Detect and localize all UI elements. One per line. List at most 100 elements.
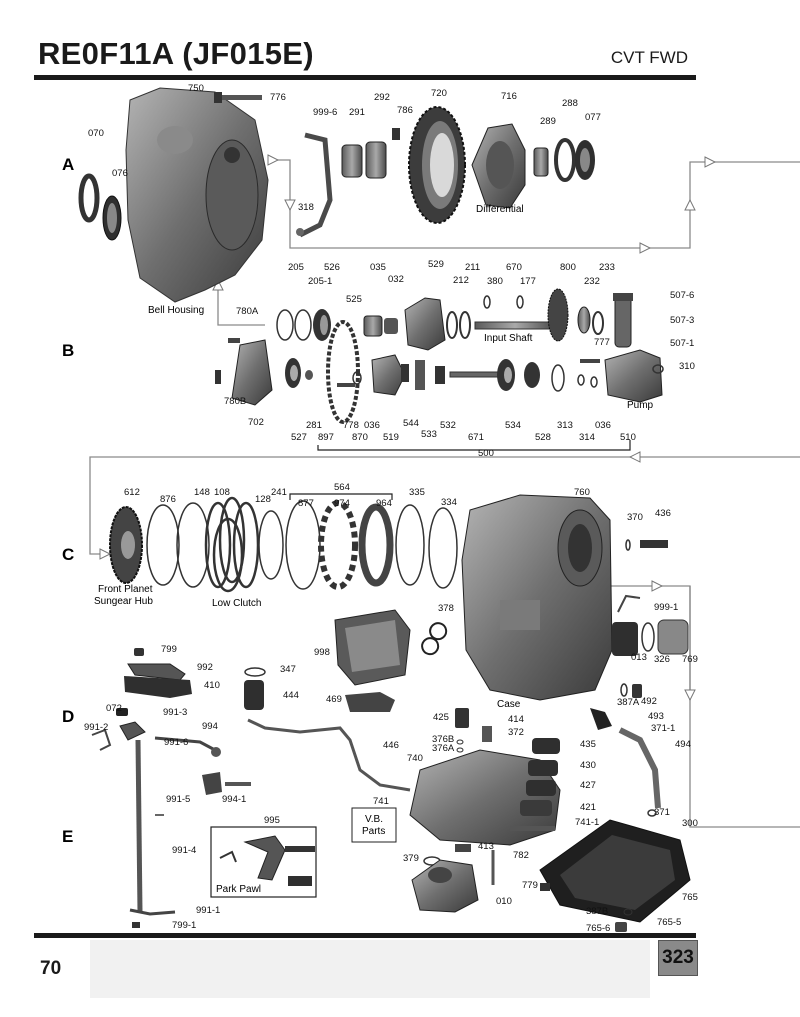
part-label: 035 [370, 262, 386, 273]
part-label: 493 [648, 711, 664, 722]
part-label: 799-1 [172, 920, 196, 931]
page-number: 70 [40, 958, 62, 979]
part-label: 991-6 [164, 737, 188, 748]
part-label: 414 [508, 714, 524, 725]
part-label: 702 [248, 417, 264, 428]
part-label: 507-6 [670, 290, 694, 301]
caption-bell-housing: Bell Housing [148, 305, 204, 316]
part-label: 494 [675, 739, 691, 750]
part-label: 036 [595, 420, 611, 431]
valve-body-740 [409, 708, 661, 885]
transmission-case-760 [461, 494, 613, 701]
caption-vb-parts-line1: V.B. [365, 814, 383, 825]
park-pawl-box [210, 826, 317, 898]
page-subtitle: CVT FWD [610, 48, 688, 67]
section-a-seals [78, 173, 122, 241]
part-label: 991-1 [196, 905, 220, 916]
part-label: 741-1 [575, 817, 599, 828]
part-label: 310 [679, 361, 695, 372]
caption-pump: Pump [627, 400, 654, 411]
part-label: 964 [376, 498, 392, 509]
part-label: 241 [271, 487, 287, 498]
part-label: 782 [513, 850, 529, 861]
section-b-parts [215, 288, 664, 424]
part-label: 013 [631, 652, 647, 663]
part-label: 233 [599, 262, 615, 273]
part-label: 800 [560, 262, 576, 273]
part-label: 347 [280, 664, 296, 675]
part-label: 525 [346, 294, 362, 305]
part-label: 128 [255, 494, 271, 505]
caption-front-planet: Front Planet [98, 584, 153, 595]
part-label: 291 [349, 107, 365, 118]
shift-rod-999-6 [296, 132, 333, 238]
part-label: 435 [580, 739, 596, 750]
part-label: 335 [409, 487, 425, 498]
page-badge: 323 [658, 940, 698, 976]
part-label: 526 [324, 262, 340, 273]
part-label: 387B [586, 906, 608, 917]
part-label: 670 [506, 262, 522, 273]
part-label: 410 [204, 680, 220, 691]
part-label: 991-2 [84, 722, 108, 733]
part-label: 076 [112, 168, 128, 179]
part-label: 469 [326, 694, 342, 705]
part-label: 436 [655, 508, 671, 519]
part-label: 780B [224, 396, 246, 407]
part-label: 446 [383, 740, 399, 751]
part-label: 877 [298, 498, 314, 509]
part-label: 564 [334, 482, 350, 493]
part-label: 430 [580, 760, 596, 771]
section-label-c: C [62, 545, 74, 564]
part-label: 974 [334, 498, 350, 509]
part-label: 716 [501, 91, 517, 102]
caption-input-shaft: Input Shaft [484, 333, 533, 344]
part-label: 372 [508, 727, 524, 738]
oil-pan-765 [539, 809, 691, 932]
part-label: 612 [124, 487, 140, 498]
part-label: 780A [236, 306, 259, 317]
part-label: 991-3 [163, 707, 187, 718]
part-label: 281 [306, 420, 322, 431]
part-label: 999-1 [654, 602, 678, 613]
part-label: 314 [579, 432, 595, 443]
part-label: 036 [364, 420, 380, 431]
section-label-a: A [62, 155, 74, 174]
part-label: 671 [468, 432, 484, 443]
part-label: 212 [453, 275, 469, 286]
part-label: 532 [440, 420, 456, 431]
part-label: 205 [288, 262, 304, 273]
part-label: 370 [627, 512, 643, 523]
top-rule [34, 75, 696, 80]
section-label-d: D [62, 707, 74, 726]
part-label: 300 [682, 818, 698, 829]
part-label: 289 [540, 116, 556, 127]
part-label: 387A [617, 697, 640, 708]
part-label: 334 [441, 497, 457, 508]
flow-arrowheads [99, 154, 717, 702]
part-label: 500 [478, 448, 494, 459]
footer-panel [90, 940, 650, 998]
caption-case: Case [497, 699, 521, 710]
part-label: 421 [580, 802, 596, 813]
part-label: 177 [520, 276, 536, 287]
part-label: 991-4 [172, 845, 196, 856]
part-label: 376A [432, 743, 455, 754]
manual-shaft-parts [91, 648, 251, 928]
part-label: 519 [383, 432, 399, 443]
part-label: 740 [407, 753, 423, 764]
oil-filter-998 [334, 609, 411, 686]
part-label: 765-5 [657, 917, 681, 928]
part-label: 070 [88, 128, 104, 139]
part-label: 232 [584, 276, 600, 287]
part-label: 032 [388, 274, 404, 285]
part-label: 720 [431, 88, 447, 99]
part-label: 998 [314, 647, 330, 658]
part-label: 378 [438, 603, 454, 614]
part-label: 534 [505, 420, 521, 431]
part-label: 077 [585, 112, 601, 123]
part-label: 376B [432, 734, 454, 745]
part-label: 510 [620, 432, 636, 443]
part-label: 529 [428, 259, 444, 270]
